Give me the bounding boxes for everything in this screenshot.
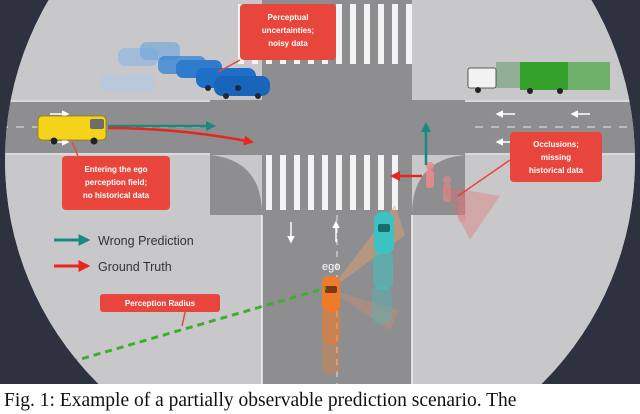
curb-corner-ne [412,155,465,215]
figure-caption: Fig. 1: Example of a partially observabl… [4,390,517,411]
legend-wrong-label: Wrong Prediction [98,234,194,248]
callout-occlusions-line-1: Occlusions; [533,140,579,149]
teal-car-trail [372,212,394,324]
perception-radius-line [35,286,327,374]
curb-corner-nw [210,155,262,215]
callout-occlusions-line-3: historical data [529,166,584,175]
ego-label: ego [322,261,340,273]
callout-occlusions-line-2: missing [541,153,571,162]
crosswalk-bottom [266,155,398,210]
callout-radius-text: Perception Radius [125,299,196,308]
callout-perceptual: Perceptual uncertainties; noisy data [217,4,336,73]
callout-entering-line-2: perception field; [85,178,147,187]
occlusion-cone [442,186,500,240]
traffic-scene: Perceptual uncertainties; noisy data Ent… [0,0,640,384]
ego-car [322,276,340,374]
pedestrians [426,162,466,222]
perception-field [5,0,635,384]
callout-entering-line-3: no historical data [83,191,150,200]
noisy-cars [100,42,270,99]
van-ground-truth-arrow [107,126,254,146]
callout-radius: Perception Radius [100,294,220,327]
callout-perceptual-line-1: Perceptual [268,13,309,22]
trucks [467,62,610,94]
legend: Wrong Prediction Ground Truth [54,234,194,274]
ego-trail-cone [330,290,398,330]
yellow-van [37,115,107,145]
legend-truth-label: Ground Truth [98,260,172,274]
callout-entering: Entering the ego perception field; no hi… [62,141,170,210]
callout-perceptual-line-3: noisy data [268,39,308,48]
callout-entering-line-1: Entering the ego [84,165,147,174]
callout-occlusions: Occlusions; missing historical data [457,132,602,197]
callout-perceptual-line-2: uncertainties; [262,26,314,35]
